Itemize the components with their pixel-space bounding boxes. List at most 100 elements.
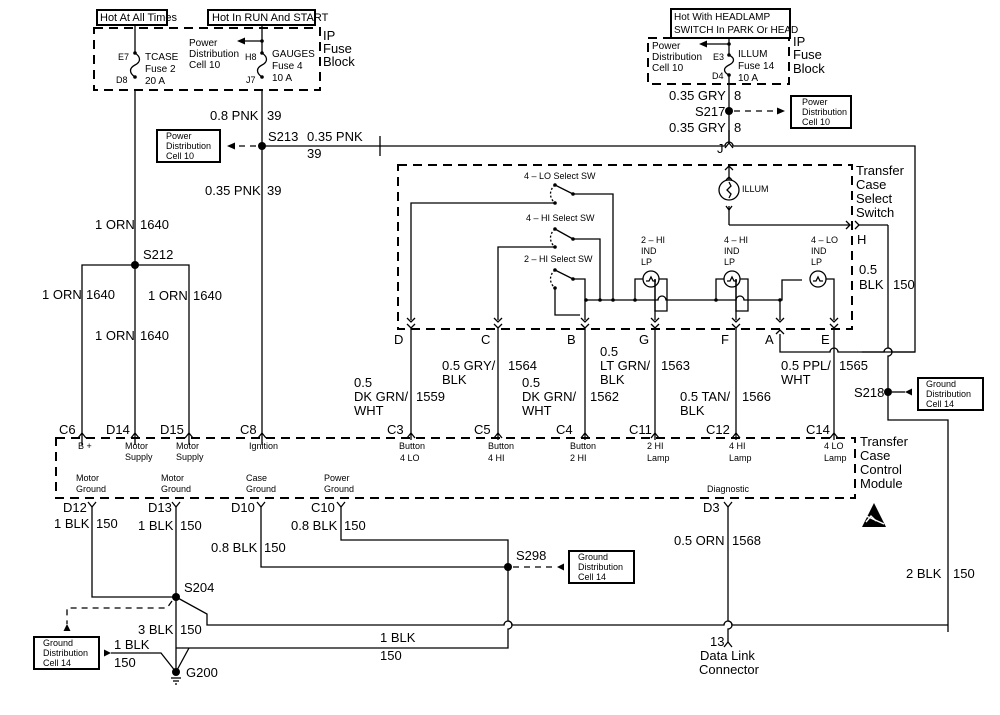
pin-function: Lamp <box>824 453 847 463</box>
ref-label: Power <box>802 97 828 107</box>
wire-label: 0.5 ORN <box>674 533 725 548</box>
connector-label: Data Link <box>700 648 755 663</box>
pin-label: C14 <box>806 422 830 437</box>
fuse-pin: D4 <box>712 71 724 81</box>
pin-function: Motor <box>161 473 184 483</box>
circuit-number: 150 <box>893 277 915 292</box>
lamp-label: LP <box>724 257 735 267</box>
circuit-number: 39 <box>307 146 321 161</box>
pin-function: 2 HI <box>570 453 587 463</box>
component-label: Select <box>856 191 893 206</box>
fuse-illum: E3 D4 ILLUM Fuse 14 10 A Power Distribut… <box>652 38 775 143</box>
circuit-number: 150 <box>264 540 286 555</box>
circuit-number: 1565 <box>839 358 868 373</box>
power-dist-label: Power <box>652 41 681 52</box>
fuse-rating: 10 A <box>272 73 292 84</box>
illum-lamp: ILLUM <box>718 165 769 225</box>
esd-warning-icon <box>862 503 886 527</box>
wire-label: 0.5 <box>354 375 372 390</box>
pin-function: Ground <box>161 484 191 494</box>
power-dist-label: Power <box>189 38 218 49</box>
circuit-number: 150 <box>114 655 136 670</box>
circuit-number: 150 <box>953 566 975 581</box>
ip-fuse-block-right: IP Fuse Block E3 D4 ILLUM Fuse 14 10 A P… <box>647 34 825 143</box>
pin-label: 13 <box>710 634 724 649</box>
circuit-number: 150 <box>180 622 202 637</box>
fuse-pin: E3 <box>713 52 724 62</box>
fuse-block-label: IP <box>323 28 335 43</box>
fuse-block-label: Block <box>793 61 825 76</box>
indicator-lamp-4hi: 4 – HI IND LP <box>715 235 749 320</box>
transfer-case-select-switch: Transfer Case Select Switch ILLUM H 0.5 … <box>394 163 915 392</box>
power-dist-label: Cell 10 <box>189 60 221 71</box>
wire-label: 0.5 PPL/ <box>781 358 831 373</box>
fuse-number: Fuse 2 <box>145 64 176 75</box>
wire-label: 0.35 PNK <box>205 183 261 198</box>
ref-label: Cell 14 <box>926 399 954 409</box>
pin-label: J <box>717 141 724 156</box>
pin-label: E <box>821 332 830 347</box>
pin-label: C3 <box>387 422 404 437</box>
ref-label: Cell 14 <box>43 658 71 668</box>
pin-function: Case <box>246 473 267 483</box>
pin-function: Button <box>488 441 514 451</box>
source-hot-with-headlamp: Hot With HEADLAMP SWITCH In PARK Or HEAD <box>670 8 798 39</box>
pin-function: Ignition <box>249 441 278 451</box>
component-label: Case <box>860 448 890 463</box>
ref-label: Cell 10 <box>802 117 830 127</box>
switch-label: 2 – HI Select SW <box>524 254 593 264</box>
fuse-name: TCASE <box>145 52 179 63</box>
pin-function: 4 LO <box>400 453 420 463</box>
lamp-label: LP <box>641 257 652 267</box>
pin-label: D13 <box>148 500 172 515</box>
ref-label: Ground <box>578 552 608 562</box>
pin-function: Supply <box>176 452 204 462</box>
fuse-name: GAUGES <box>272 49 315 60</box>
wire-label: 1 ORN <box>95 217 135 232</box>
wire-label: 0.35 GRY <box>669 120 726 135</box>
wire-label: DK GRN/ <box>522 389 577 404</box>
indicator-lamp-2hi: 2 – HI IND LP <box>634 235 668 320</box>
component-label: Transfer <box>860 434 909 449</box>
wire-label: 0.8 PNK <box>210 108 259 123</box>
fuse-number: Fuse 4 <box>272 61 303 72</box>
wire-label: 0.5 TAN/ <box>680 389 730 404</box>
circuit-number: 1564 <box>508 358 537 373</box>
wire-label: DK GRN/ <box>354 389 409 404</box>
circuit-number: 150 <box>380 648 402 663</box>
ground-g200: G200 <box>171 665 218 685</box>
ref-label: Cell 14 <box>578 572 606 582</box>
pin-label: H <box>857 232 866 247</box>
circuit-number: 1640 <box>86 287 115 302</box>
lamp-label: 4 – LO <box>811 235 838 245</box>
wire-label: LT GRN/ <box>600 358 650 373</box>
wire-label: WHT <box>354 403 384 418</box>
ref-power-distribution-right: Power Distribution Cell 10 <box>790 95 852 129</box>
switch-2hi <box>549 268 586 320</box>
pin-function: 4 HI <box>729 441 746 451</box>
pin-function: Ground <box>246 484 276 494</box>
circuit-number: 150 <box>344 518 366 533</box>
pin-function: B + <box>78 441 92 451</box>
wire-label: 1 BLK <box>54 516 90 531</box>
wire-label: 0.5 <box>522 375 540 390</box>
circuit-number: 1640 <box>193 288 222 303</box>
pin-label: D10 <box>231 500 255 515</box>
fuse-block-label: IP <box>793 34 805 49</box>
splice-s298 <box>504 563 512 571</box>
fuse-tcase: E7 D8 TCASE Fuse 2 20 A <box>116 25 179 87</box>
wire-label: 1 ORN <box>95 328 135 343</box>
power-dist-label: Distribution <box>652 52 702 63</box>
circuit-number: 150 <box>180 518 202 533</box>
wire-label: 1 BLK <box>138 518 174 533</box>
pin-label: A <box>765 332 774 347</box>
pin-function: Motor <box>125 441 148 451</box>
component-label: Switch <box>856 205 894 220</box>
fuse-rating: 10 A <box>738 73 758 84</box>
circuit-number: 1640 <box>140 217 169 232</box>
source-label: Hot At All Times <box>100 12 178 24</box>
pin-function: Motor <box>76 473 99 483</box>
circuit-number: 1562 <box>590 389 619 404</box>
wire-label: WHT <box>522 403 552 418</box>
